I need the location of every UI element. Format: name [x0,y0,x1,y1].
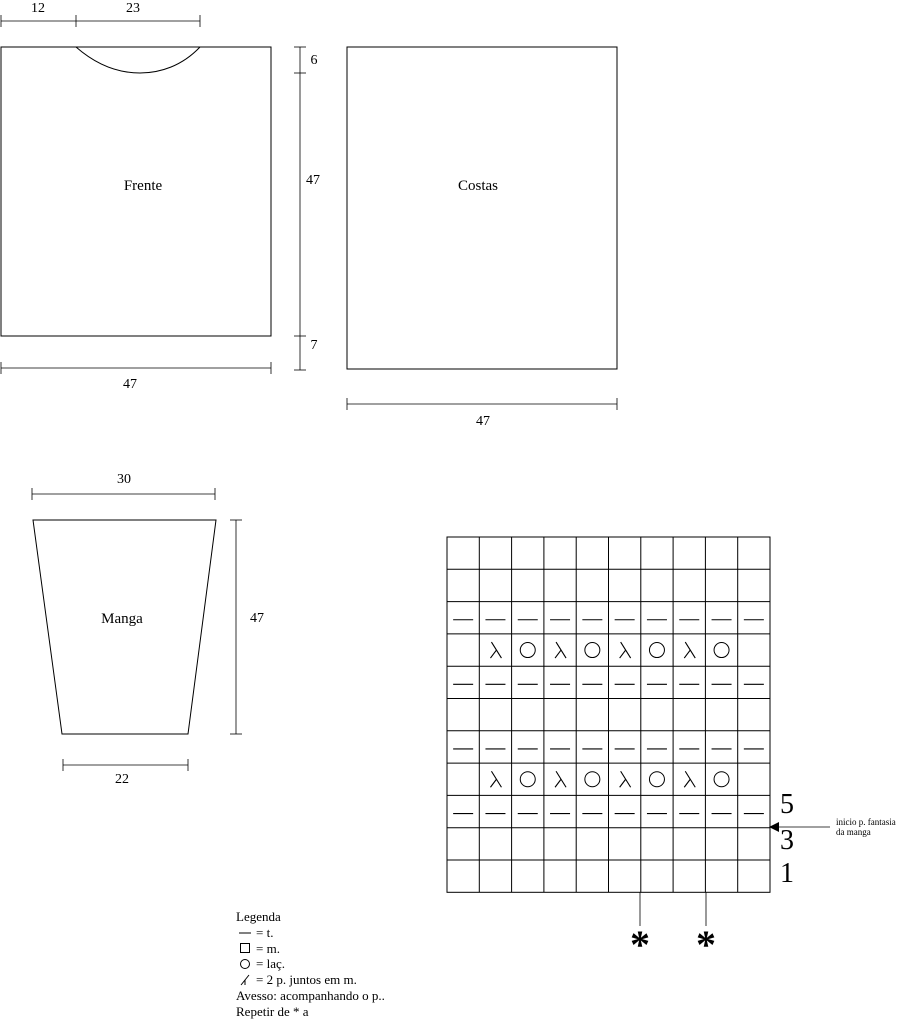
yarn-over-mark [713,771,730,788]
stitch-chart: 5 3 1 inicio p. fantasia da manga * * [446,536,896,967]
legend-note-row: Avesso: acompanhando o p.. [236,988,385,1004]
frente-dim-body: 47 [306,173,320,188]
k2tog-mark [490,641,502,659]
yarn-over-mark [648,642,665,659]
yarn-over-mark [584,771,601,788]
manga-label: Manga [101,611,143,627]
manga-piece: 30 Manga 47 22 [31,472,264,787]
frente-neckline [75,46,201,74]
chart-symbols [453,619,764,815]
annotation-line2: da manga [836,827,871,837]
yarn-over-mark [519,771,536,788]
legend-item-text: = m. [256,940,280,956]
k2tog-mark [683,770,696,788]
legend-item: = 2 p. juntos em m. [236,972,385,988]
legend-note1: Avesso: acompanhando o p.. [236,987,385,1003]
legend-title-row: Legenda [236,909,385,925]
row-label-1: 1 [780,858,794,889]
k2tog-mark [554,641,567,659]
manga-dim-bottom: 22 [115,772,129,787]
frente-piece: 12 23 Frente 47 6 47 7 [0,1,320,392]
square-icon [236,942,254,954]
costas-outline [346,46,618,370]
legend-item: = t. [236,925,385,941]
legend-item: = laç. [236,956,385,972]
yarn-over-mark [648,771,665,788]
yarn-over-mark [584,642,601,659]
k2tog-mark [619,770,632,788]
frente-label: Frente [124,178,163,194]
legend-title: Legenda [236,909,281,924]
legend-item-text: = t. [256,924,274,940]
k2tog-mark [490,770,502,788]
frente-dim-width: 47 [123,377,137,392]
costas-piece: Costas 47 [346,46,618,429]
circle-icon [236,958,254,970]
dash-icon [236,929,254,937]
repeat-start-asterisk: * [630,922,650,967]
frente-dim-shoulder: 12 [31,1,45,16]
legend-item: = m. [236,941,385,957]
legend-note2: Repetir de * a [236,1003,309,1019]
costas-dim-width: 47 [476,414,490,429]
manga-outline [32,519,217,735]
k2tog-icon [236,974,254,986]
arrow-left-icon [769,822,779,832]
legend-note-row: Repetir de * a [236,1004,385,1020]
frente-dim-rib: 7 [311,338,318,353]
row-label-3: 3 [780,825,794,856]
costas-label: Costas [458,178,498,194]
repeat-end-asterisk: * [696,922,716,967]
k2tog-mark [619,641,632,659]
frente-outline [0,46,272,337]
chart-grid [446,536,771,893]
manga-dim-length: 47 [250,611,264,626]
yarn-over-mark [519,642,536,659]
legend-item-text: = 2 p. juntos em m. [256,972,357,988]
annotation-line1: inicio p. fantasia [836,817,896,827]
legend-item-text: = laç. [256,956,285,972]
legend: Legenda = t. = m. = laç. = 2 p. juntos e… [236,909,385,1020]
row-label-5: 5 [780,789,794,820]
k2tog-mark [554,770,567,788]
k2tog-mark [683,641,696,659]
manga-dim-top: 30 [117,472,131,487]
frente-dim-neck: 23 [126,1,140,16]
yarn-over-mark [713,642,730,659]
frente-dim-neck-depth: 6 [311,53,318,68]
